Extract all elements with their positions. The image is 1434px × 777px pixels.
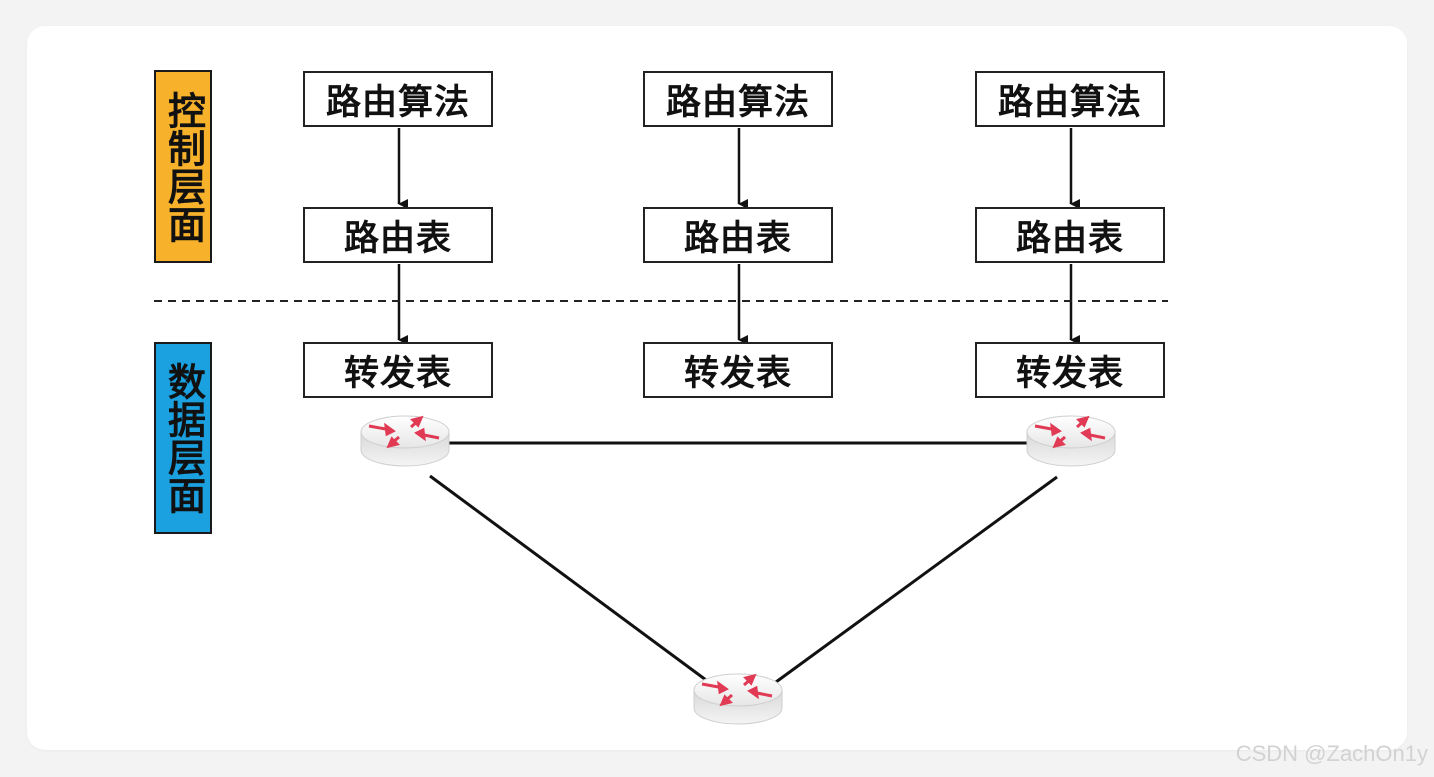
routing-table-box: 路由表 bbox=[975, 207, 1165, 263]
routing-algorithm-box: 路由算法 bbox=[975, 71, 1165, 127]
watermark: CSDN @ZachOn1y bbox=[1235, 741, 1428, 766]
link-right-bottom bbox=[775, 475, 1058, 684]
router-icon-left bbox=[359, 414, 451, 468]
routing-algorithm-box: 路由算法 bbox=[643, 71, 833, 127]
router-icon-right bbox=[1025, 414, 1117, 468]
routing-algorithm-box: 路由算法 bbox=[303, 71, 493, 127]
routing-table-box: 路由表 bbox=[303, 207, 493, 263]
forwarding-table-box: 转发表 bbox=[643, 342, 833, 398]
router-icon-bottom bbox=[692, 672, 784, 726]
link-left-bottom bbox=[429, 474, 707, 682]
data-plane-label: 数据层面 bbox=[154, 342, 212, 534]
forwarding-table-box: 转发表 bbox=[975, 342, 1165, 398]
control-plane-label: 控制层面 bbox=[154, 70, 212, 263]
forwarding-table-box: 转发表 bbox=[303, 342, 493, 398]
routing-table-box: 路由表 bbox=[643, 207, 833, 263]
